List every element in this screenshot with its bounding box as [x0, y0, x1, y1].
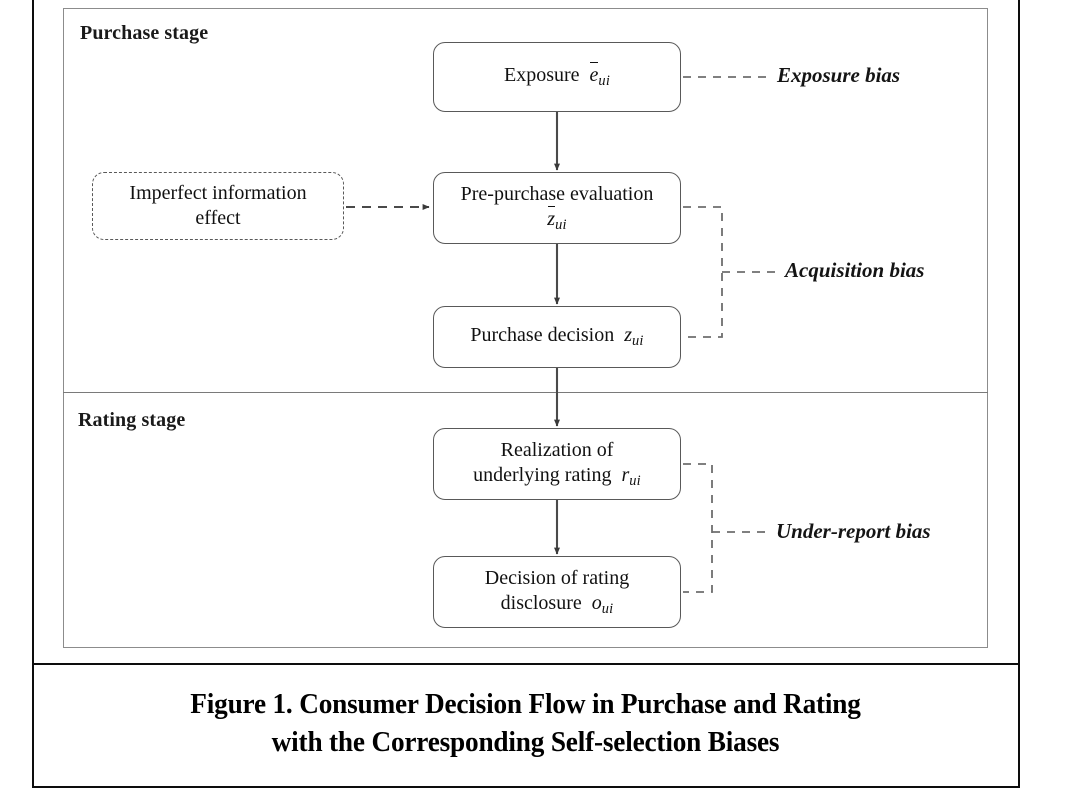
node-exposure-text: Exposure — [503, 64, 580, 87]
node-prepurchase-symbol: zui — [547, 205, 567, 234]
figure-caption: Figure 1. Consumer Decision Flow in Purc… — [91, 686, 961, 761]
node-disclosure-line1: Decision of rating — [484, 566, 630, 589]
figure-caption-line-2: with the Corresponding Self-selection Bi… — [271, 725, 780, 758]
node-imperfect-info-line1: Imperfect information — [129, 181, 307, 204]
node-exposure[interactable]: Exposure eui — [433, 42, 681, 112]
bias-label-acquisition: Acquisition bias — [785, 258, 925, 282]
node-prepurchase-text: Pre-purchase evaluation — [460, 182, 654, 205]
node-exposure-symbol: eui — [589, 62, 611, 90]
figure-caption-line-1: Figure 1. Consumer Decision Flow in Purc… — [190, 688, 861, 720]
node-rating-disclosure-decision[interactable]: Decision of rating disclosure oui — [433, 556, 681, 628]
node-purchase-decision[interactable]: Purchase decision zui — [433, 306, 681, 368]
node-realization-underlying-rating[interactable]: Realization of underlying rating rui — [433, 428, 681, 500]
caption-divider-rule — [32, 663, 1020, 665]
stage-divider-rule — [63, 392, 988, 393]
node-imperfect-info-line2: effect — [195, 207, 241, 229]
node-purchase-decision-symbol: zui — [624, 324, 644, 350]
node-realization-line2: underlying rating — [473, 464, 612, 486]
bias-label-exposure: Exposure bias — [777, 63, 901, 87]
figure-outer-frame — [32, 0, 1020, 788]
rating-stage-label: Rating stage — [78, 409, 186, 431]
node-realization-symbol: rui — [621, 464, 641, 490]
bias-label-underreport: Under-report bias — [776, 519, 931, 543]
node-imperfect-information-effect[interactable]: Imperfect information effect — [92, 172, 344, 240]
node-prepurchase-evaluation[interactable]: Pre-purchase evaluation zui — [433, 172, 681, 244]
node-realization-line1: Realization of — [500, 438, 614, 461]
node-disclosure-line2: disclosure — [500, 592, 582, 614]
node-purchase-decision-text: Purchase decision — [470, 324, 615, 347]
node-disclosure-symbol: oui — [591, 592, 614, 618]
purchase-stage-label: Purchase stage — [80, 22, 209, 44]
